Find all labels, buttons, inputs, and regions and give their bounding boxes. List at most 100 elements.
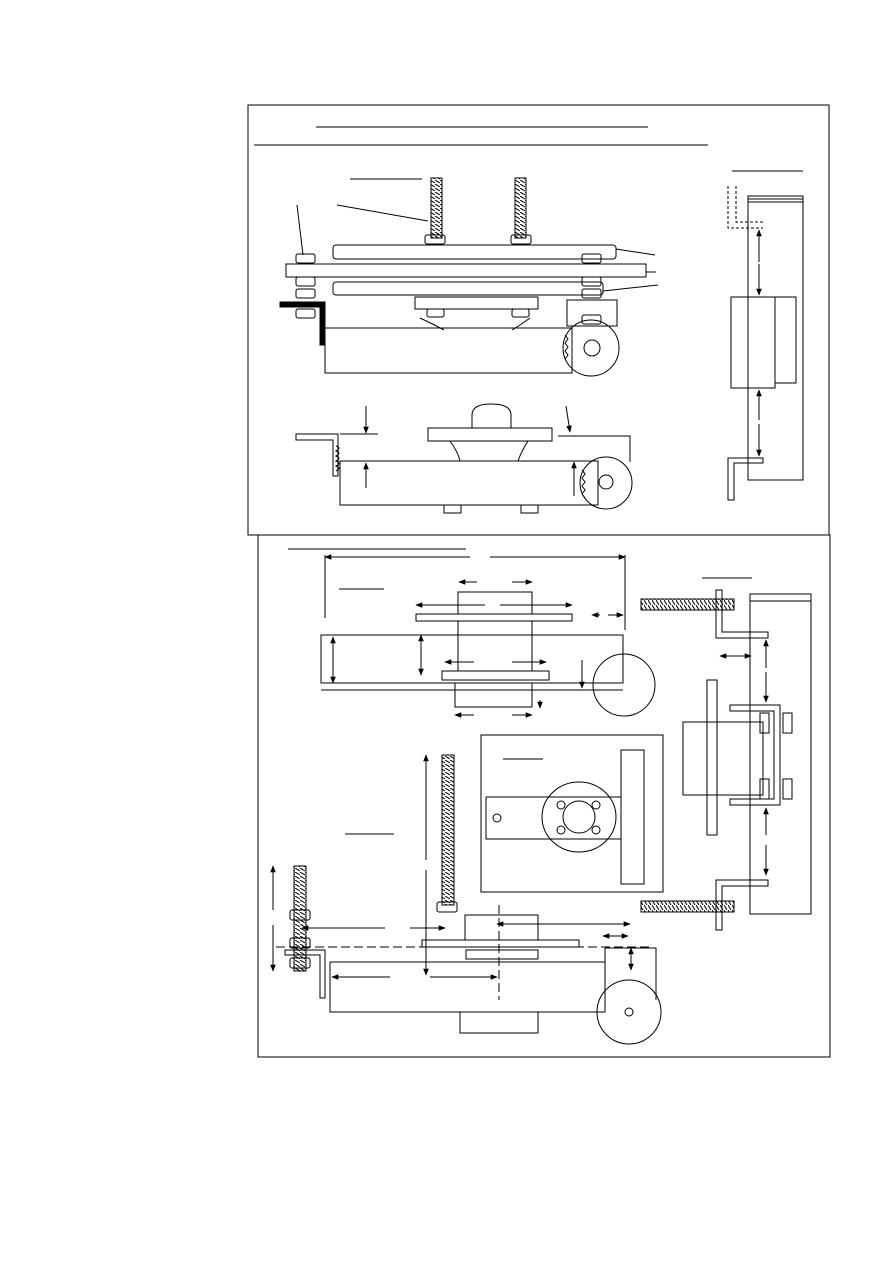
angle-bracket <box>715 879 769 931</box>
hex-nut <box>295 288 316 299</box>
guide-wheel <box>579 456 633 510</box>
lower-panel-border <box>257 534 831 1058</box>
top-plate <box>421 939 580 948</box>
clamp-plate <box>465 949 539 960</box>
end-mount-plate <box>747 198 804 481</box>
leader-line <box>336 204 429 222</box>
clamp-plate <box>441 670 550 681</box>
hex-nut <box>424 234 446 245</box>
angle-bracket <box>295 433 339 477</box>
guide-wheel <box>596 979 662 1045</box>
top-plate <box>415 613 573 622</box>
hex-nut <box>511 308 530 318</box>
hex-nut <box>289 957 311 969</box>
hex-nut <box>581 314 602 325</box>
hex-nut <box>295 308 316 319</box>
threaded-rod <box>514 177 527 239</box>
bearing-hole <box>562 800 596 834</box>
bolt-hole <box>492 813 502 823</box>
guide-wheel <box>592 653 656 717</box>
rail-body <box>320 634 624 684</box>
wheel-hub <box>598 474 614 490</box>
threaded-rod <box>441 754 455 906</box>
mount-cap <box>749 593 812 602</box>
hex-nut <box>581 276 602 287</box>
hex-nut <box>436 901 458 913</box>
cross-section <box>295 403 633 514</box>
hex-nut <box>295 276 316 287</box>
threaded-rod <box>430 177 443 239</box>
rail-web <box>449 440 529 462</box>
upper-panel <box>247 104 830 536</box>
angle-bracket <box>279 301 326 346</box>
rail-body <box>329 961 606 1013</box>
end-cap <box>747 195 804 203</box>
wheel-hub <box>624 1007 634 1017</box>
angle-bracket <box>727 457 764 501</box>
side-view <box>279 177 659 377</box>
wheel-hub <box>583 339 601 357</box>
bearing-outline <box>541 781 617 853</box>
rail-block <box>682 721 764 796</box>
wheel-teeth <box>564 334 569 360</box>
rail-crown <box>471 403 512 429</box>
dimensioned-side-view <box>288 548 656 718</box>
lower-clamp-block <box>454 682 533 708</box>
guide-wheel <box>562 319 620 377</box>
upper-panel-border <box>247 104 830 536</box>
hex-nut <box>759 778 770 800</box>
wheel-bracket <box>584 435 631 462</box>
clamp-body <box>457 620 533 672</box>
hex-nut <box>289 937 311 949</box>
lower-panel <box>257 534 831 1058</box>
clamp-plate <box>414 296 539 310</box>
leader-line <box>602 284 659 292</box>
wheel-bracket <box>604 947 657 1000</box>
clamp-block <box>464 914 539 941</box>
hex-nut <box>581 253 602 264</box>
hidden-bracket <box>735 186 763 223</box>
main-plate <box>285 263 647 278</box>
hex-nut <box>782 712 793 734</box>
lower-plate <box>332 281 604 296</box>
threaded-rod <box>640 900 735 913</box>
dimensioned-end-view <box>640 577 812 931</box>
plan-arm <box>485 796 622 840</box>
end-rail-block <box>730 296 776 389</box>
hex-nut <box>520 504 539 514</box>
bolt-hole <box>591 825 601 835</box>
wheel-teeth <box>581 469 586 499</box>
hex-nut <box>782 778 793 800</box>
hex-nut <box>426 308 445 318</box>
rail-head <box>419 317 531 331</box>
hex-nut <box>289 909 311 921</box>
dim-arrow <box>565 405 572 433</box>
lower-clamp-block <box>459 1011 539 1034</box>
plan-detail-frame <box>480 734 664 893</box>
bolt-hole <box>556 825 566 835</box>
angle-bracket <box>284 949 326 999</box>
hex-nut <box>759 712 770 734</box>
threaded-rod <box>640 598 735 611</box>
rail-plate <box>706 679 718 836</box>
threaded-rod <box>293 865 307 972</box>
end-rail-bracket <box>775 296 797 384</box>
leader-line <box>615 248 656 256</box>
hidden-bracket <box>727 186 763 229</box>
bolt-hole <box>556 800 566 810</box>
rail-head <box>427 427 553 442</box>
lower-side-view <box>270 754 662 1045</box>
angle-bracket <box>715 589 769 639</box>
hex-nut <box>295 253 316 264</box>
plan-detail <box>480 734 664 893</box>
rail-body <box>324 327 573 374</box>
plan-plate <box>620 749 645 885</box>
leader-line <box>296 204 304 256</box>
bolt-hole <box>591 800 601 810</box>
hex-nut <box>581 288 602 299</box>
end-view <box>727 170 804 501</box>
hex-nut <box>510 234 532 245</box>
top-plate <box>332 244 617 260</box>
hex-nut <box>443 504 462 514</box>
